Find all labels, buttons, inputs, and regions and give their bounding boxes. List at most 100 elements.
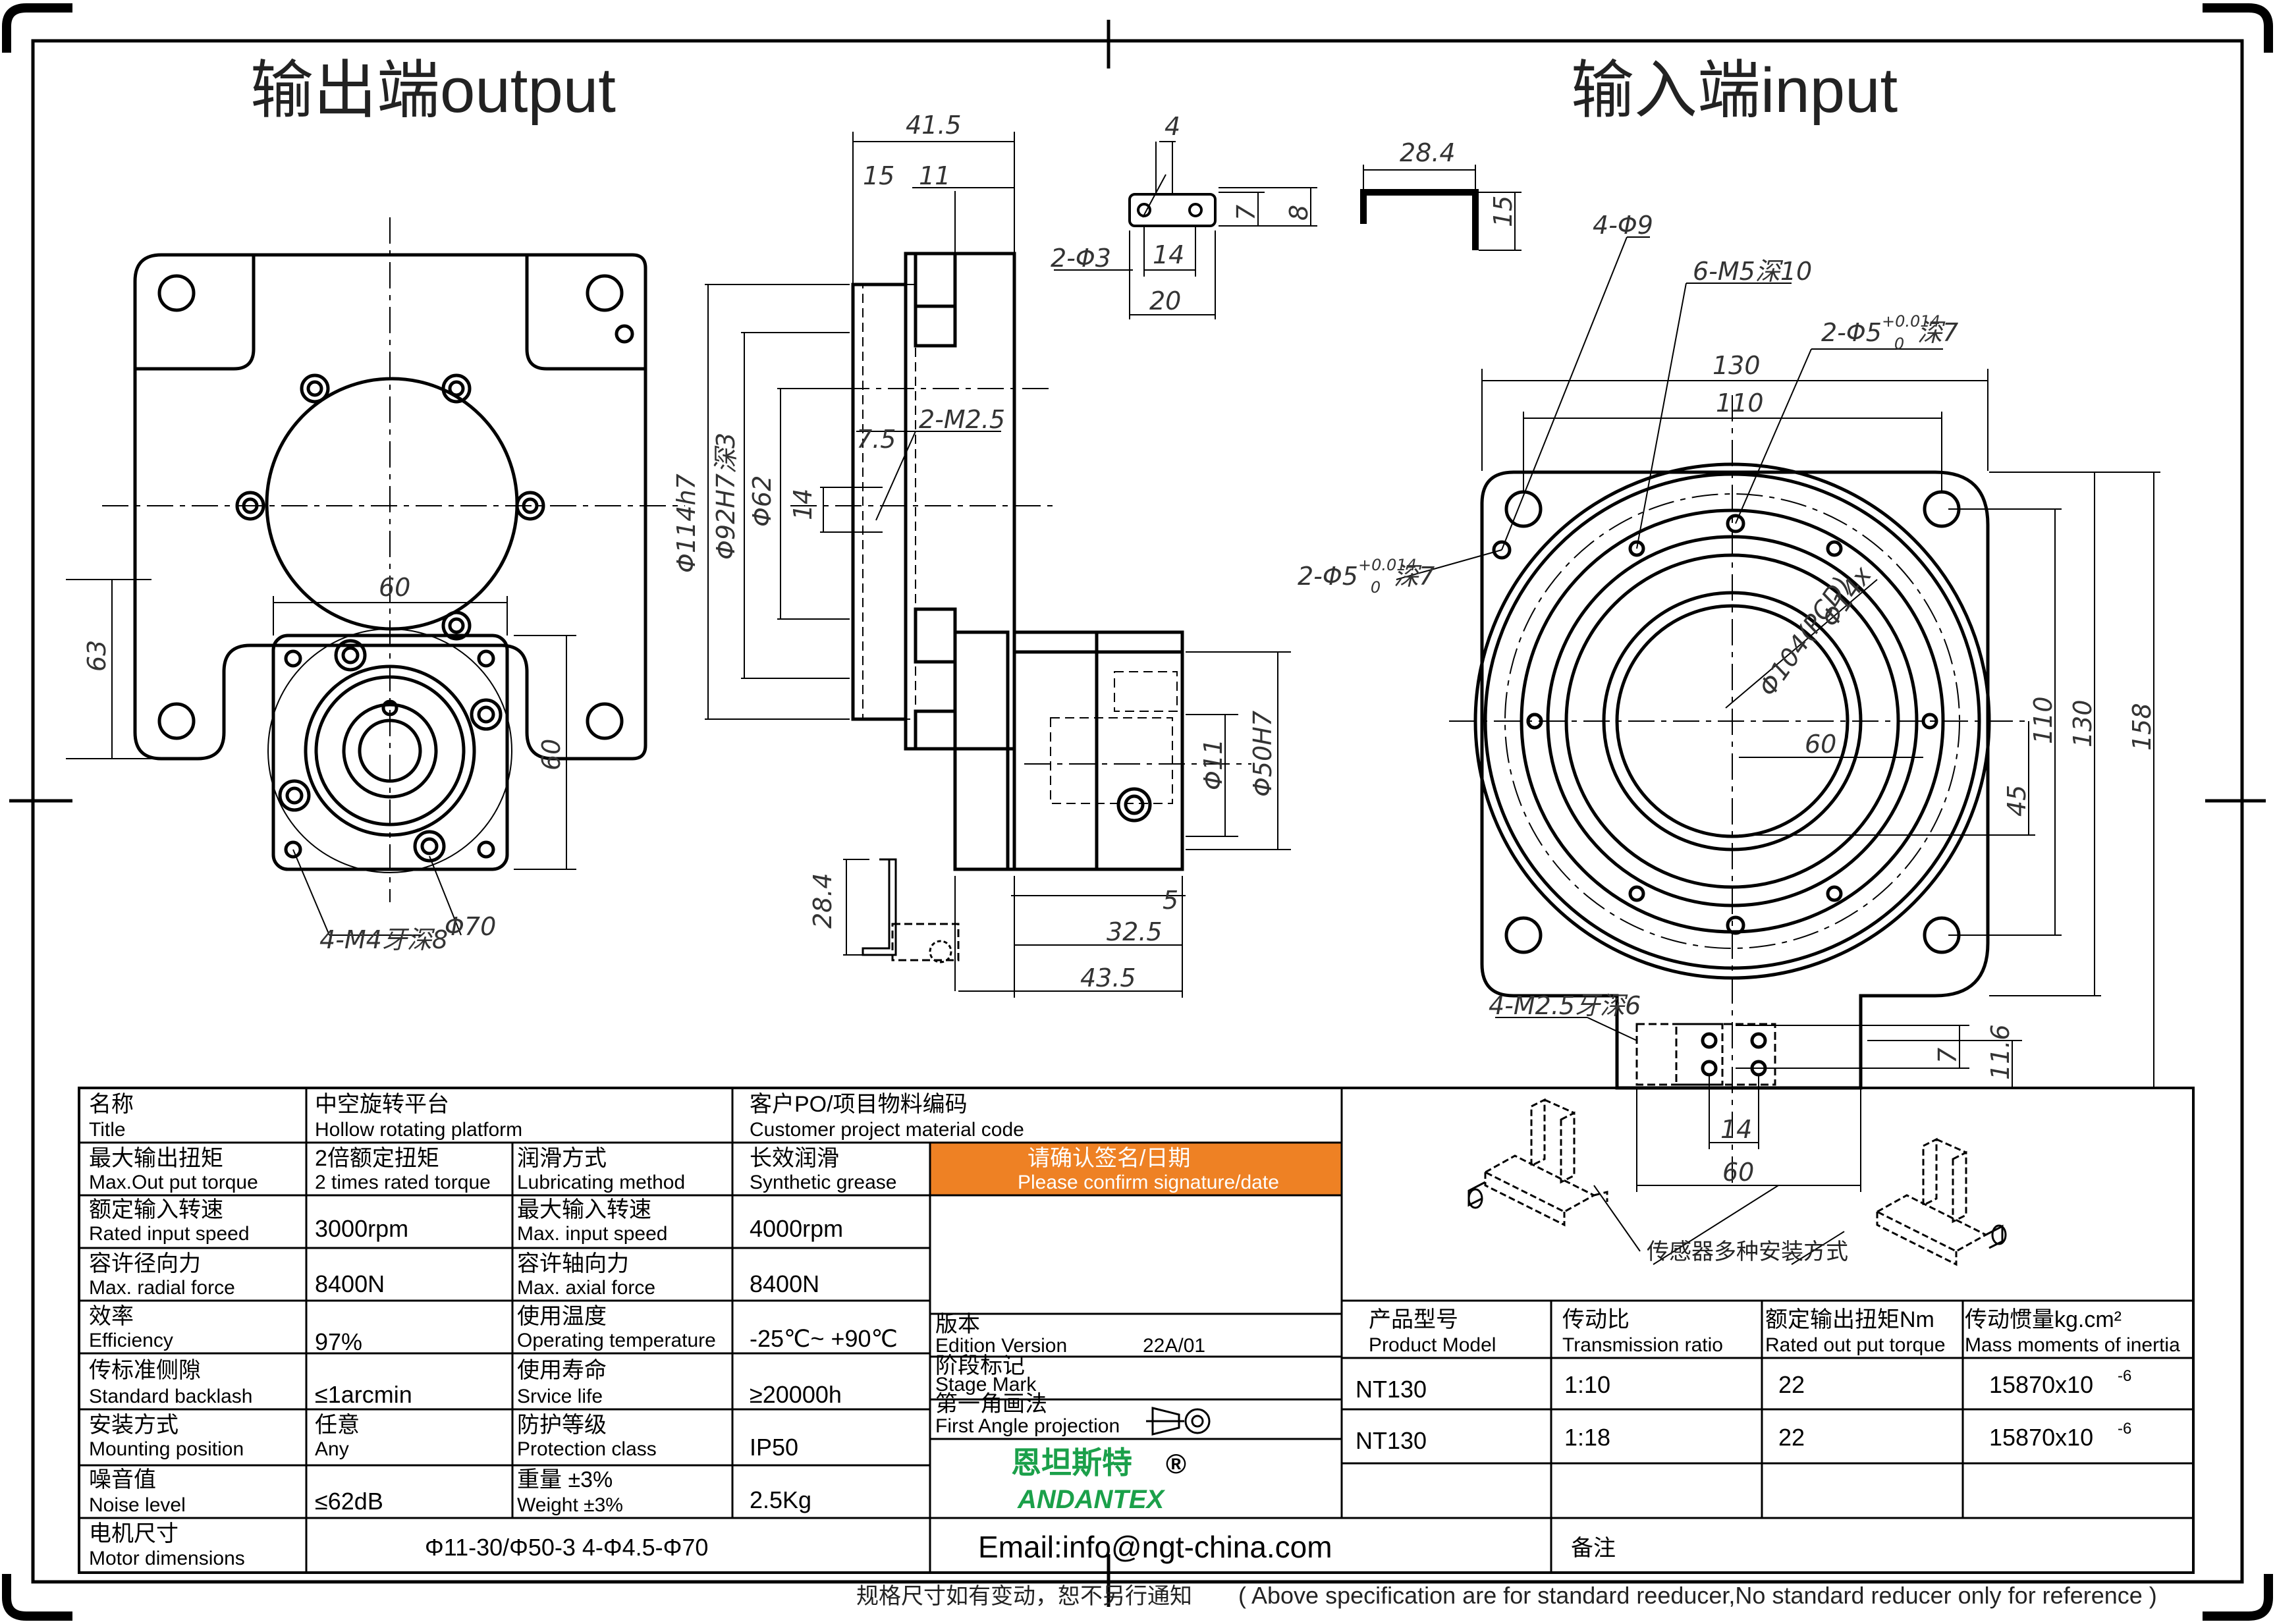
svg-text:Standard backlash: Standard backlash	[89, 1386, 253, 1407]
input-dim-130-vertical: 130	[2068, 699, 2097, 747]
side-dim-phi92: Φ92H7深3	[711, 433, 740, 560]
svg-text:长效润滑: 长效润滑	[750, 1146, 839, 1171]
svg-text:噪音值: 噪音值	[89, 1467, 156, 1492]
spec-row-efficiency: 效率 Efficiency 97% 使用温度 Operating tempera…	[89, 1304, 898, 1355]
svg-text:最大输入转速: 最大输入转速	[517, 1197, 651, 1222]
product-title-en: Hollow rotating platform	[315, 1119, 522, 1141]
svg-text:润滑方式: 润滑方式	[517, 1146, 607, 1171]
svg-text:22: 22	[1778, 1371, 1805, 1398]
svg-text:使用温度: 使用温度	[517, 1304, 607, 1329]
svg-text:2.5Kg: 2.5Kg	[750, 1486, 811, 1513]
bracket-dim-4: 4	[1165, 112, 1180, 141]
side-dim-28-4: 28.4	[808, 873, 837, 929]
logo-cn: 恩坦斯特	[1011, 1446, 1132, 1480]
edition-label-cn: 版本	[935, 1312, 980, 1337]
input-dim-110: 110	[1716, 389, 1764, 418]
name-label-en: Title	[89, 1119, 126, 1141]
input-dim-45: 45	[2002, 785, 2031, 817]
title-block-grid	[78, 1087, 2195, 1574]
confirm-signature-cn: 请确认签名/日期	[1028, 1146, 1190, 1171]
bracket-dim-14: 14	[1153, 240, 1184, 269]
svg-text:容许轴向力: 容许轴向力	[517, 1251, 629, 1276]
svg-text:8400N: 8400N	[315, 1270, 385, 1297]
svg-text:任意: 任意	[315, 1413, 360, 1438]
svg-text:电机尺寸: 电机尺寸	[89, 1521, 178, 1546]
name-label-cn: 名称	[89, 1092, 134, 1117]
side-dim-phi62: Φ62	[748, 475, 777, 527]
svg-text:传动比: 传动比	[1562, 1307, 1630, 1332]
bracket-dim-28-4: 28.4	[1400, 138, 1456, 167]
svg-text:NT130: NT130	[1356, 1427, 1427, 1454]
logo-en: ANDANTEX	[1017, 1485, 1166, 1514]
svg-text:效率: 效率	[89, 1304, 134, 1329]
svg-text:Motor dimensions: Motor dimensions	[89, 1548, 245, 1569]
input-dim-60-bottom: 60	[1722, 1158, 1754, 1187]
svg-text:Efficiency: Efficiency	[89, 1330, 173, 1351]
product-title-cn: 中空旋转平台	[315, 1092, 449, 1117]
svg-text:Mass moments of inertia: Mass moments of inertia	[1965, 1334, 2180, 1356]
spec-row-motor: 电机尺寸 Motor dimensions Φ11-30/Φ50-3 4-Φ4.…	[89, 1521, 708, 1569]
svg-text:安装方式: 安装方式	[89, 1413, 178, 1438]
input-dim-110-vertical: 110	[2029, 696, 2058, 744]
svg-text:Lubricating method: Lubricating method	[517, 1172, 685, 1193]
svg-text:最大输出扭矩: 最大输出扭矩	[89, 1146, 223, 1171]
svg-text:1:10: 1:10	[1564, 1371, 1610, 1398]
bracket-dim-15: 15	[1489, 196, 1518, 227]
svg-text:传动惯量kg.cm²: 传动惯量kg.cm²	[1965, 1307, 2122, 1332]
svg-text:Φ11-30/Φ50-3 4-Φ4.5-Φ70: Φ11-30/Φ50-3 4-Φ4.5-Φ70	[425, 1534, 708, 1561]
sensor-mounting-note: 传感器多种安装方式	[1647, 1239, 1848, 1264]
product-row-1: NT130 1:10 22 15870x10 -6	[1356, 1367, 2131, 1403]
input-dim-11-6: 11.6	[1986, 1024, 2015, 1080]
input-dim-4-phi9: 4-Φ9	[1593, 211, 1653, 240]
input-dim-6-m5: 6-M5深10	[1693, 257, 1812, 286]
input-dim-14: 14	[1720, 1115, 1752, 1144]
svg-text:NT130: NT130	[1356, 1376, 1427, 1403]
side-dim-phi114: Φ114h7	[672, 474, 701, 573]
footer-note-en: ( Above specification are for standard r…	[1238, 1582, 2157, 1609]
bracket-hole-2-phi3: 2-Φ3	[1051, 244, 1111, 273]
input-dim-4-m2-5: 4-M2.5牙深6	[1489, 991, 1641, 1020]
email-text: Email:info@ngt-china.com	[978, 1530, 1332, 1564]
svg-text:额定输出扭矩Nm: 额定输出扭矩Nm	[1765, 1307, 1934, 1332]
first-angle-projection-icon	[1146, 1407, 1211, 1436]
svg-text:-6: -6	[2118, 1367, 2131, 1385]
output-dim-4-m4: 4-M4牙深8	[319, 925, 448, 954]
side-view-construction	[705, 132, 1291, 998]
bracket-dim-7: 7	[1232, 205, 1261, 221]
svg-text:Protection class: Protection class	[517, 1438, 657, 1460]
bracket-dim-20: 20	[1149, 286, 1181, 315]
first-angle-en: First Angle projection	[935, 1415, 1120, 1437]
svg-text:15870x10: 15870x10	[1989, 1371, 2093, 1398]
side-dim-2-m2-5: 2-M2.5	[919, 405, 1005, 434]
edition-value: 22A/01	[1143, 1335, 1205, 1357]
confirm-signature-en: Please confirm signature/date	[1018, 1172, 1279, 1193]
svg-text:Max. radial force: Max. radial force	[89, 1277, 235, 1299]
svg-text:IP50: IP50	[750, 1434, 798, 1461]
svg-text:≤1arcmin: ≤1arcmin	[315, 1381, 412, 1408]
spec-row-torque: 最大输出扭矩 Max.Out put torque 2倍额定扭矩 2 times…	[89, 1146, 896, 1193]
svg-text:额定输入转速: 额定输入转速	[89, 1197, 223, 1222]
spec-row-force: 容许径向力 Max. radial force 8400N 容许轴向力 Max.…	[89, 1251, 819, 1299]
svg-text:2 times rated torque: 2 times rated torque	[315, 1172, 491, 1193]
output-view-title: 输出端output	[250, 55, 616, 126]
sensor-sketch-right	[1875, 1137, 1988, 1266]
sensor-sketch-left-shaft	[1467, 1181, 1486, 1209]
input-view-construction	[1396, 236, 2160, 1265]
svg-text:Srvice life: Srvice life	[517, 1386, 603, 1407]
sensor-sketch-left	[1483, 1098, 1608, 1227]
svg-text:-6: -6	[2118, 1420, 2131, 1438]
svg-text:Operating temperature: Operating temperature	[517, 1330, 716, 1351]
svg-text:传标准侧隙: 传标准侧隙	[89, 1358, 201, 1383]
svg-text:Transmission ratio: Transmission ratio	[1562, 1334, 1723, 1356]
side-dim-43-5: 43.5	[1080, 963, 1136, 992]
side-dim-phi50: Φ50H7	[1248, 711, 1277, 797]
svg-text:22: 22	[1778, 1424, 1805, 1451]
input-dim-130: 130	[1713, 351, 1761, 380]
side-dim-14: 14	[788, 489, 817, 520]
svg-text:Mounting position: Mounting position	[89, 1438, 244, 1460]
spec-row-mounting: 安装方式 Mounting position 任意 Any 防护等级 Prote…	[89, 1413, 798, 1461]
output-dim-60-width: 60	[379, 573, 410, 602]
svg-text:15870x10: 15870x10	[1989, 1424, 2093, 1451]
input-dim-158: 158	[2127, 703, 2156, 751]
spec-row-backlash: 传标准侧隙 Standard backlash ≤1arcmin 使用寿命 Sr…	[89, 1358, 842, 1408]
